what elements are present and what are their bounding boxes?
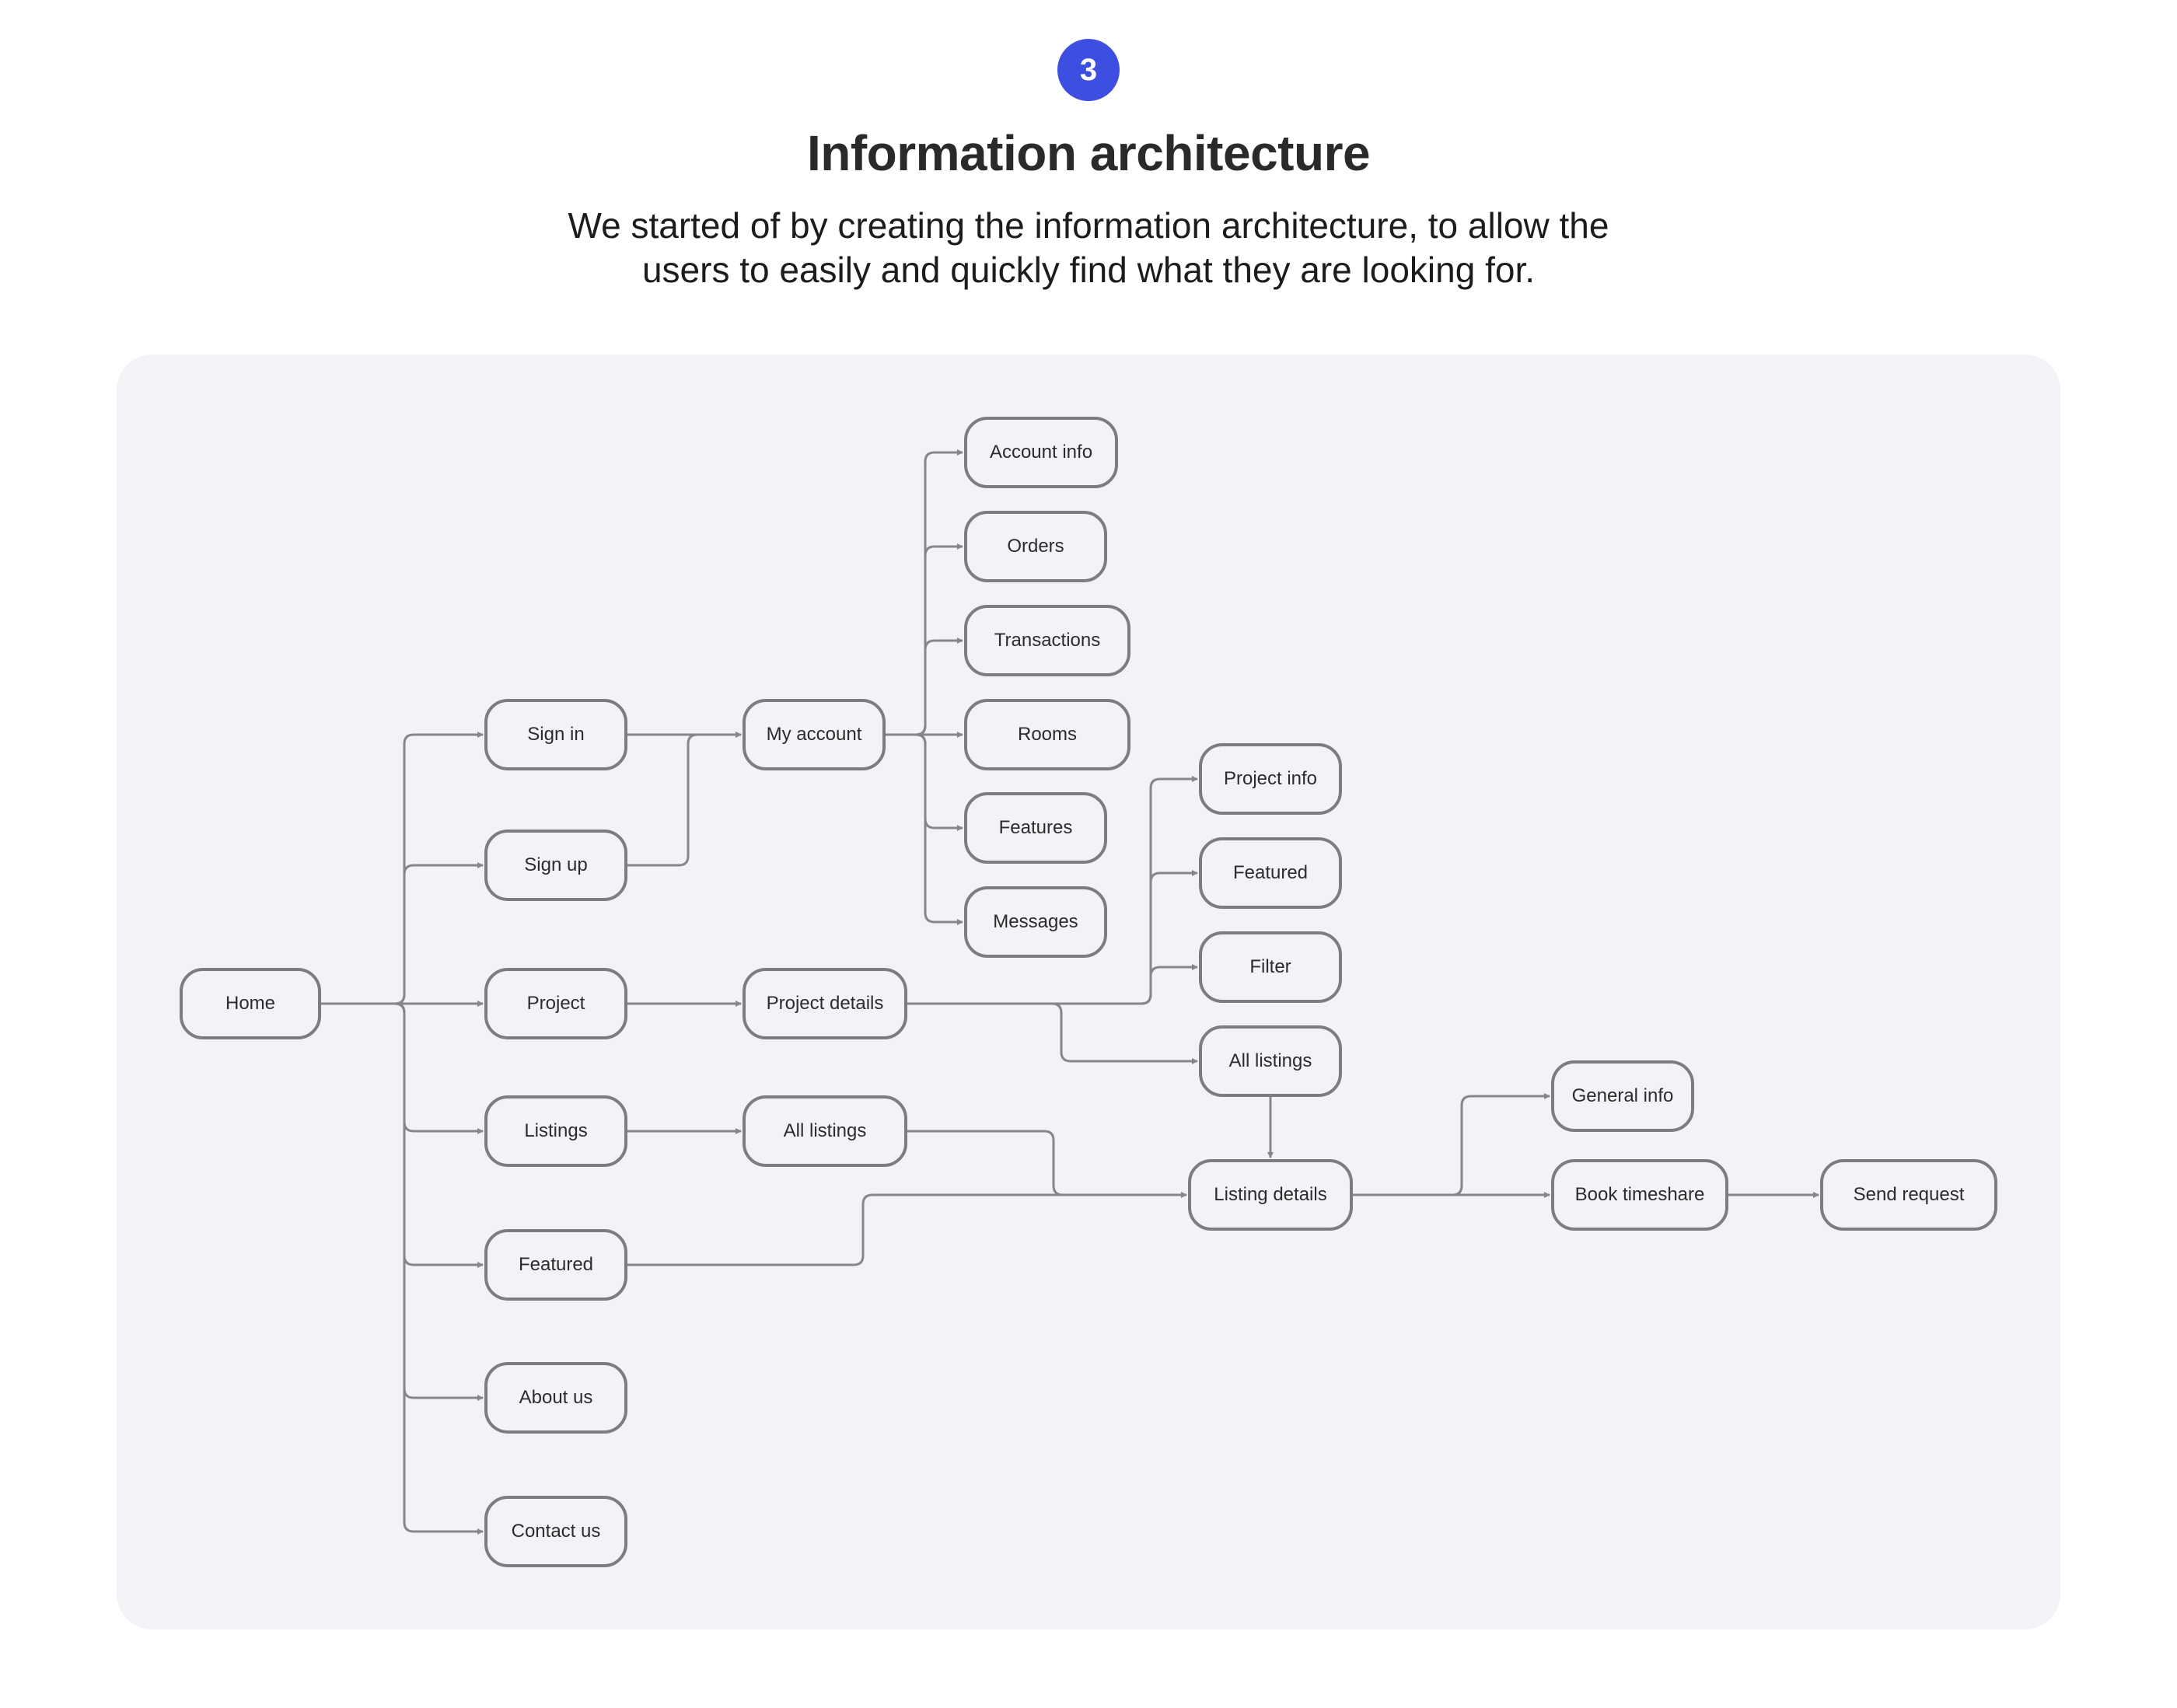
connector-home-to-featured — [321, 1002, 484, 1268]
connector-featured-to-listing-details — [627, 1192, 1187, 1266]
node-account-info: Account info — [964, 417, 1118, 488]
node-all-listings: All listings — [743, 1095, 907, 1167]
node-featured-sub: Featured — [1199, 837, 1342, 909]
page-title: Information architecture — [806, 125, 1371, 181]
connector-home-to-about-us — [321, 1002, 484, 1401]
node-sign-in: Sign in — [484, 699, 627, 770]
node-about-us: About us — [484, 1362, 627, 1434]
diagram-connectors — [321, 449, 1819, 1535]
connector-home-to-sign-in — [321, 732, 484, 1005]
connector-my-account-to-transactions — [886, 637, 963, 736]
node-project-info: Project info — [1199, 743, 1342, 815]
connector-home-to-listings — [321, 1002, 484, 1134]
node-sign-up: Sign up — [484, 830, 627, 901]
node-featured: Featured — [484, 1229, 627, 1301]
connector-project-details-to-all-listings-sub — [907, 1002, 1198, 1064]
node-general-info: General info — [1551, 1060, 1694, 1132]
node-transactions: Transactions — [964, 605, 1130, 676]
node-listings: Listings — [484, 1095, 627, 1167]
diagram-panel: Home Sign in Sign up Project Listings Fe… — [117, 355, 2060, 1629]
subtitle-line-1: We started of by creating the informatio… — [568, 205, 1609, 246]
node-book-timeshare: Book timeshare — [1551, 1159, 1728, 1231]
node-project: Project — [484, 968, 627, 1039]
connector-listing-details-to-general-info — [1353, 1093, 1550, 1196]
node-messages: Messages — [964, 886, 1107, 958]
node-contact-us: Contact us — [484, 1496, 627, 1567]
page-subtitle: We started of by creating the informatio… — [0, 204, 2177, 292]
connector-sign-up-to-my-account — [627, 732, 742, 867]
connector-home-to-sign-up — [321, 862, 484, 1005]
connector-home-to-contact-us — [321, 1002, 484, 1535]
node-features: Features — [964, 792, 1107, 864]
node-send-request: Send request — [1820, 1159, 1997, 1231]
node-all-listings-sub: All listings — [1199, 1025, 1342, 1097]
step-number-badge: 3 — [1057, 39, 1120, 101]
connector-all-listings-to-listing-details — [907, 1130, 1187, 1198]
node-home: Home — [180, 968, 321, 1039]
connector-project-details-to-filter — [907, 964, 1198, 1005]
node-listing-details: Listing details — [1188, 1159, 1353, 1231]
node-filter: Filter — [1199, 931, 1342, 1003]
node-orders: Orders — [964, 511, 1107, 582]
node-project-details: Project details — [743, 968, 907, 1039]
node-rooms: Rooms — [964, 699, 1130, 770]
connector-my-account-to-messages — [886, 733, 963, 925]
node-my-account: My account — [743, 699, 886, 770]
subtitle-line-2: users to easily and quickly find what th… — [641, 250, 1536, 290]
